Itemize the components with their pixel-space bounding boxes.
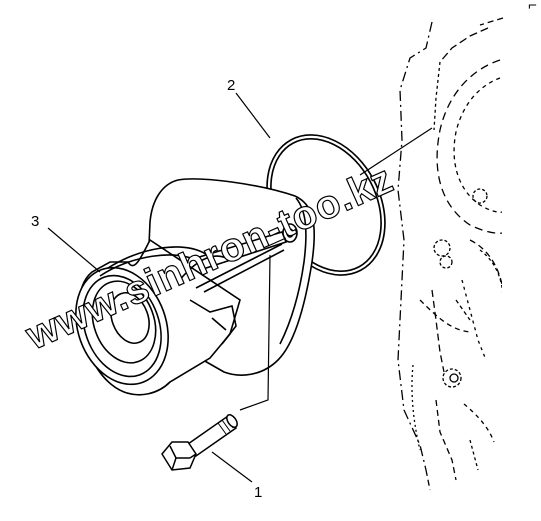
thermostat-housing (75, 178, 316, 396)
engine-block (397, 17, 504, 500)
hex-bolt (161, 414, 238, 471)
callout-3: 3 (31, 213, 39, 230)
leader-lines (47, 92, 433, 483)
callout-1: 1 (254, 484, 262, 501)
leader-bolt (211, 451, 253, 483)
alignment-line-upper (359, 127, 433, 176)
corner-mark: ⌐ (528, 0, 537, 14)
callout-2: 2 (227, 77, 235, 94)
alignment-line-bolt (239, 254, 271, 411)
leader-housing (47, 227, 101, 273)
leader-o-ring (235, 92, 271, 139)
